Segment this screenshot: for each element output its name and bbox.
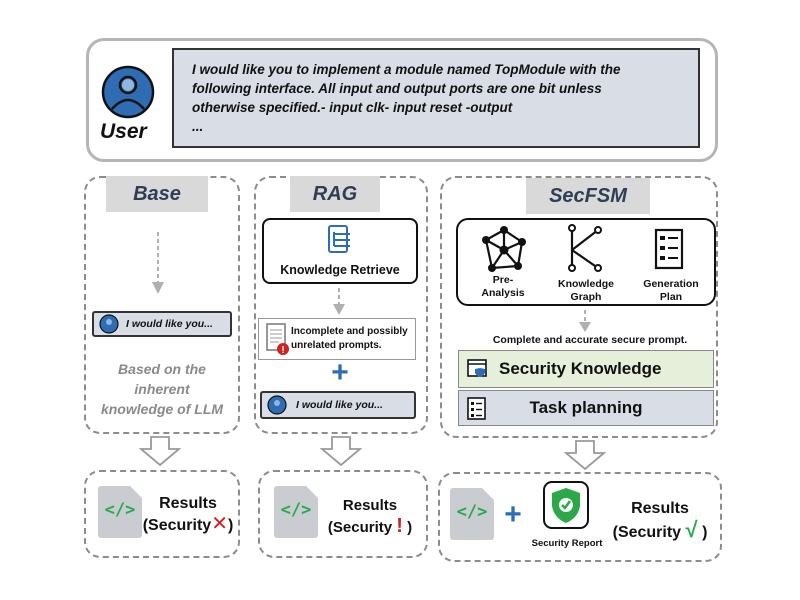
svg-text:!: ! (281, 345, 284, 356)
checklist-icon (654, 228, 684, 270)
result-close: ) (702, 524, 708, 541)
rag-result-panel (258, 470, 428, 558)
base-note-line: inherent (134, 381, 190, 397)
user-prompt: I would like you to implement a module n… (172, 48, 700, 148)
result-label: Results (631, 500, 689, 517)
tool-label-line: Generation (643, 278, 699, 290)
base-note-line: Based on the (118, 361, 206, 377)
secfsm-arrow-icon (579, 310, 591, 332)
secfsm-down-arrow-icon (564, 440, 606, 470)
task-planning-box: Task planning (458, 390, 714, 426)
result-security: (Security (142, 517, 212, 534)
base-prompt-text: I would like you... (126, 318, 213, 330)
check-icon: √ (685, 517, 698, 542)
base-arrow-icon (152, 232, 164, 294)
task-planning-label: Task planning (529, 398, 643, 417)
result-security: (Security (327, 519, 393, 536)
doc-warning-icon: ! (266, 323, 289, 356)
browser-shield-icon (467, 359, 487, 377)
tool-label-line: Analysis (481, 287, 525, 299)
complete-label: Complete and accurate secure prompt. (492, 334, 688, 346)
user-label: User (100, 120, 147, 143)
cross-icon: ✕ (211, 513, 228, 535)
base-result-panel (84, 470, 240, 558)
tool-label-line: Graph (570, 291, 602, 303)
knowledge-retrieve-label: Knowledge Retrieve (280, 263, 400, 277)
secfsm-result: Results (Security √ ) (604, 498, 716, 543)
base-result: Results (Security✕) (140, 494, 236, 536)
code-file-icon: </> (450, 488, 494, 540)
prompt-line: I would like you to implement a module n… (192, 62, 621, 77)
base-title: Base (106, 176, 208, 212)
security-report-label: Security Report (531, 538, 603, 549)
rag-result: Results (Security ! ) (316, 496, 424, 538)
graph-icon (568, 224, 602, 272)
base-down-arrow-icon (139, 436, 181, 466)
incomplete-text: Incomplete and possibly unrelated prompt… (291, 325, 408, 353)
knowledge-retrieve-box: Knowledge Retrieve (262, 218, 418, 284)
code-file-icon: </> (274, 486, 318, 538)
code-file-icon: </> (98, 486, 142, 538)
base-note-line: knowledge of LLM (100, 401, 224, 417)
prompt-line: following interface. All input and outpu… (192, 81, 602, 96)
tool-label: Knowledge Graph (550, 278, 622, 304)
security-knowledge-box: Security Knowledge (458, 350, 714, 388)
incomplete-prompt-box: ! Incomplete and possibly unrelated prom… (258, 318, 416, 360)
prompt-line: otherwise specified.- input clk- input r… (192, 100, 513, 115)
incomplete-line: Incomplete and possibly (291, 326, 408, 337)
secfsm-tools-box: Pre- Analysis Knowledge Graph Generation… (456, 218, 716, 306)
result-security: (Security (612, 524, 682, 541)
document-tree-icon (328, 225, 350, 253)
result-label: Results (159, 495, 217, 512)
result-close: ) (407, 519, 413, 536)
rag-plus-icon: + (331, 356, 349, 389)
rag-prompt-text: I would like you... (296, 399, 383, 411)
secfsm-plus-icon: + (504, 498, 522, 531)
tool-label-line: Pre- (492, 274, 514, 286)
secfsm-result-panel (438, 472, 722, 562)
user-avatar-icon (101, 65, 155, 119)
exclamation-icon: ! (396, 515, 403, 537)
rag-arrow-icon (333, 288, 345, 315)
security-report-shield-icon (543, 481, 589, 529)
result-label: Results (342, 497, 398, 514)
incomplete-line: unrelated prompts. (291, 340, 382, 351)
tool-label-line: Knowledge (557, 278, 614, 290)
network-icon (482, 226, 526, 272)
user-mini-icon (99, 314, 119, 334)
tool-label-line: Plan (659, 291, 683, 303)
secfsm-panel (440, 176, 718, 438)
secfsm-title: SecFSM (526, 178, 650, 214)
user-mini-icon (267, 395, 287, 415)
checklist-icon (467, 397, 486, 420)
base-prompt-card: I would like you... (92, 311, 232, 337)
rag-title: RAG (290, 176, 380, 212)
tool-label: Pre- Analysis (470, 274, 536, 300)
tool-label: Generation Plan (634, 278, 708, 304)
security-knowledge-label: Security Knowledge (499, 359, 662, 378)
result-close: ) (227, 517, 234, 534)
base-note: Based on the inherent knowledge of LLM (88, 359, 236, 419)
rag-prompt-card: I would like you... (260, 391, 416, 419)
prompt-line: ... (192, 119, 204, 134)
rag-down-arrow-icon (320, 436, 362, 466)
